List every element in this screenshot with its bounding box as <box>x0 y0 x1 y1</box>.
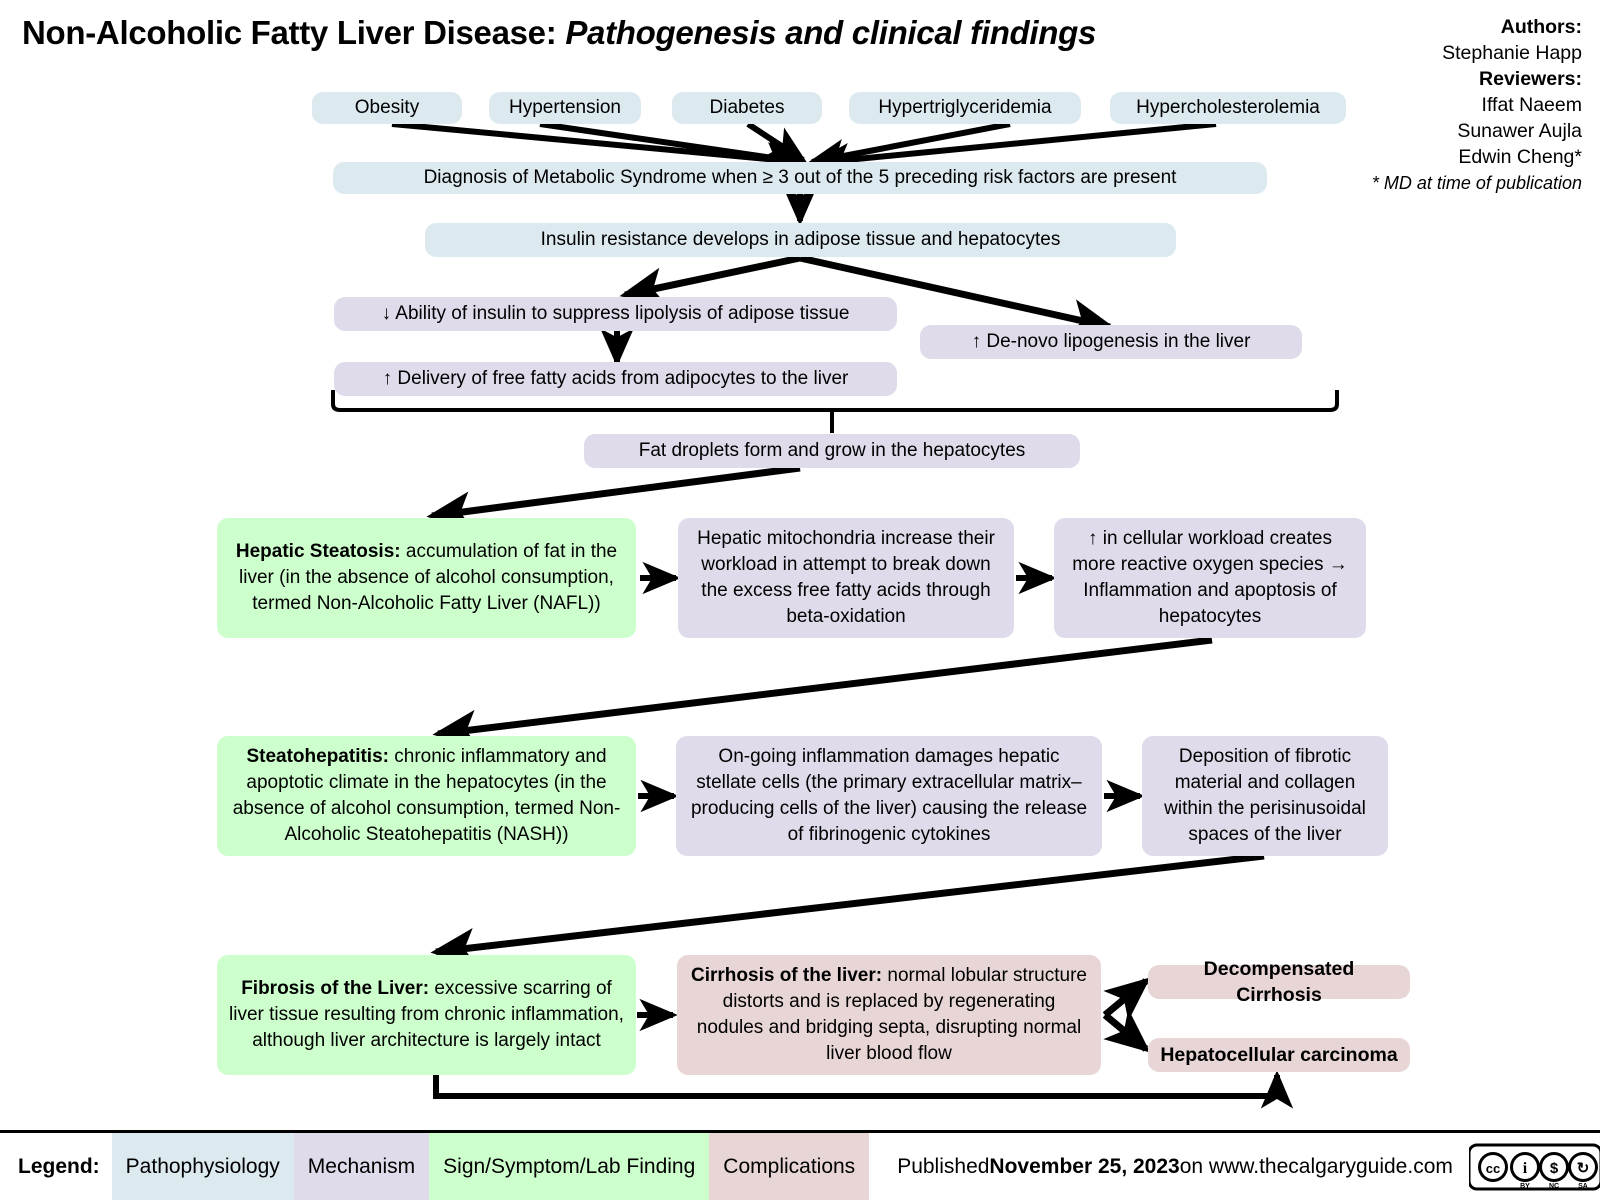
node-label-rest: chronic inflammatory and apoptotic clima… <box>232 746 621 845</box>
cc-license-icon: cc i $ ↻ BY NC SA <box>1468 1143 1600 1190</box>
node-label: Hepatic mitochondria increase their work… <box>697 528 995 627</box>
node-insulin-resistance[interactable]: Insulin resistance develops in adipose t… <box>425 223 1176 257</box>
node-label: Decompensated Cirrhosis <box>1203 958 1355 1006</box>
svg-text:$: $ <box>1550 1160 1559 1177</box>
risk-factor-diabetes[interactable]: Diabetes <box>672 92 822 124</box>
node-label: Deposition of fibrotic material and coll… <box>1164 746 1366 845</box>
page-title: Non-Alcoholic Fatty Liver Disease: Patho… <box>22 14 1096 52</box>
svg-text:↻: ↻ <box>1577 1160 1590 1177</box>
credits-block: Authors: Stephanie Happ Reviewers: Iffat… <box>1282 14 1582 196</box>
svg-text:SA: SA <box>1578 1183 1588 1190</box>
svg-text:BY: BY <box>1520 1183 1530 1190</box>
svg-text:i: i <box>1523 1160 1528 1177</box>
node-ffa-delivery[interactable]: ↑ Delivery of free fatty acids from adip… <box>334 362 897 396</box>
legend-item-label: Sign/Symptom/Lab Finding <box>443 1154 696 1178</box>
reviewer-name-3: Edwin Cheng* <box>1458 146 1582 168</box>
node-decompensated-cirrhosis[interactable]: Decompensated Cirrhosis <box>1148 958 1410 1006</box>
legend-item-label: Mechanism <box>307 1154 416 1178</box>
legend-item-label: Pathophysiology <box>125 1154 280 1178</box>
risk-factor-hypertension[interactable]: Hypertension <box>489 92 641 124</box>
published-date: November 25, 2023 <box>989 1154 1180 1178</box>
risk-factor-obesity[interactable]: Obesity <box>312 92 462 124</box>
authors-label: Authors: <box>1500 16 1582 38</box>
node-hepatic-mitochondria[interactable]: Hepatic mitochondria increase their work… <box>678 518 1014 638</box>
publication-info: Published November 25, 2023 on www.theca… <box>875 1133 1469 1200</box>
node-label-bold: Fibrosis of the Liver: <box>241 978 430 999</box>
node-hepatocellular-carcinoma[interactable]: Hepatocellular carcinoma <box>1148 1038 1410 1072</box>
reviewers-label: Reviewers: <box>1479 68 1582 90</box>
node-label: ↑ De-novo lipogenesis in the liver <box>971 331 1251 352</box>
node-label-bold: Steatohepatitis: <box>246 746 389 767</box>
legend-item-sign-symptom-lab-finding: Sign/Symptom/Lab Finding <box>429 1133 710 1200</box>
published-suffix: on www.thecalgaryguide.com <box>1179 1154 1453 1178</box>
svg-text:cc: cc <box>1486 1161 1500 1176</box>
legend-item-label: Complications <box>723 1154 856 1178</box>
risk-factor-label: Hypercholesterolemia <box>1136 97 1320 118</box>
node-fat-droplets[interactable]: Fat droplets form and grow in the hepato… <box>584 434 1080 468</box>
node-label-bold: Cirrhosis of the liver: <box>691 965 883 986</box>
legend-label: Legend: <box>18 1154 100 1178</box>
node-label: Steatohepatitis: chronic inflammatory an… <box>227 744 626 848</box>
title-subtitle: Pathogenesis and clinical findings <box>565 14 1097 51</box>
node-metabolic-syndrome[interactable]: Diagnosis of Metabolic Syndrome when ≥ 3… <box>333 162 1267 194</box>
node-label: Diagnosis of Metabolic Syndrome when ≥ 3… <box>423 167 1177 188</box>
node-reactive-oxygen-species[interactable]: ↑ in cellular workload creates more reac… <box>1054 518 1366 638</box>
title-main: Non-Alcoholic Fatty Liver Disease: <box>22 14 557 51</box>
legend-item-pathophysiology: Pathophysiology <box>111 1133 294 1200</box>
node-label: Fat droplets form and grow in the hepato… <box>638 440 1026 461</box>
node-label: Hepatocellular carcinoma <box>1160 1044 1398 1066</box>
reviewer-name-1: Iffat Naeem <box>1481 94 1582 116</box>
svg-text:NC: NC <box>1549 1183 1559 1190</box>
published-prefix: Published <box>897 1154 990 1178</box>
risk-factor-label: Obesity <box>354 97 420 118</box>
risk-factor-hypercholesterolemia[interactable]: Hypercholesterolemia <box>1110 92 1346 124</box>
node-cirrhosis[interactable]: Cirrhosis of the liver: normal lobular s… <box>677 955 1101 1075</box>
reviewer-name-2: Sunawer Aujla <box>1457 120 1582 142</box>
node-fibrosis[interactable]: Fibrosis of the Liver: excessive scarrin… <box>217 955 636 1075</box>
node-de-novo-lipogenesis[interactable]: ↑ De-novo lipogenesis in the liver <box>920 325 1302 359</box>
node-label: On-going inflammation damages hepatic st… <box>690 746 1088 845</box>
node-label: Cirrhosis of the liver: normal lobular s… <box>687 963 1091 1067</box>
creative-commons-badge[interactable]: cc i $ ↻ BY NC SA <box>1468 1133 1600 1200</box>
node-label: ↑ Delivery of free fatty acids from adip… <box>382 368 849 389</box>
node-label-rest: normal lobular structure distorts and is… <box>696 965 1087 1064</box>
node-fibrotic-deposition[interactable]: Deposition of fibrotic material and coll… <box>1142 736 1388 856</box>
node-label-bold: Hepatic Steatosis: <box>235 541 401 562</box>
node-steatohepatitis[interactable]: Steatohepatitis: chronic inflammatory an… <box>217 736 636 856</box>
legend-item-mechanism: Mechanism <box>293 1133 430 1200</box>
legend-item-complications: Complications <box>709 1133 870 1200</box>
node-label-rest: accumulation of fat in the liver (in the… <box>239 541 618 614</box>
risk-factor-label: Diabetes <box>709 97 785 118</box>
node-label-rest: excessive scarring of liver tissue resul… <box>229 978 624 1051</box>
node-suppress-lipolysis[interactable]: ↓ Ability of insulin to suppress lipolys… <box>334 297 897 331</box>
author-name: Stephanie Happ <box>1442 42 1582 64</box>
node-label: ↑ in cellular workload creates more reac… <box>1072 528 1348 627</box>
risk-factor-hypertriglyceridemia[interactable]: Hypertriglyceridemia <box>849 92 1081 124</box>
risk-factor-label: Hypertriglyceridemia <box>878 97 1052 118</box>
node-label: Fibrosis of the Liver: excessive scarrin… <box>227 976 626 1054</box>
node-stellate-cells[interactable]: On-going inflammation damages hepatic st… <box>676 736 1102 856</box>
risk-factor-label: Hypertension <box>509 97 621 118</box>
node-label: Insulin resistance develops in adipose t… <box>540 229 1061 250</box>
node-label: ↓ Ability of insulin to suppress lipolys… <box>381 303 850 324</box>
node-label: Hepatic Steatosis: accumulation of fat i… <box>227 539 626 617</box>
node-hepatic-steatosis[interactable]: Hepatic Steatosis: accumulation of fat i… <box>217 518 636 638</box>
legend-bar: Legend: Pathophysiology Mechanism Sign/S… <box>0 1130 1600 1200</box>
credits-footnote: * MD at time of publication <box>1371 173 1582 193</box>
